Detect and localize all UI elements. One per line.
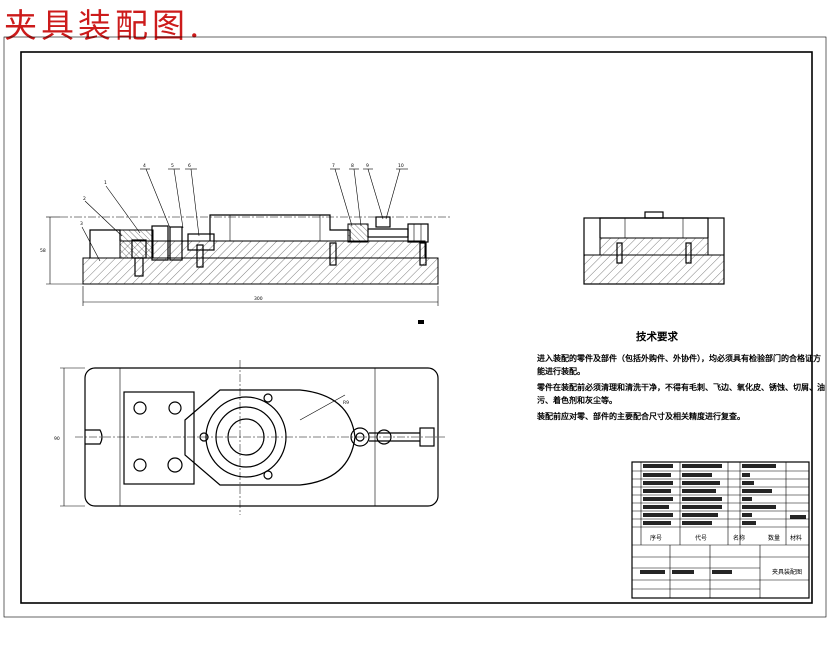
width-dimension: 90 xyxy=(54,436,60,442)
title-block: 序号 代号 名称 数量 材料 夹具装配图 xyxy=(631,461,810,599)
part-no-9: 9 xyxy=(366,163,369,169)
workpiece-outline xyxy=(184,389,356,486)
technical-requirements: 技术要求 进入装配的零件及部件（包括外购件、外协件），均必须具有检验部门的合格证… xyxy=(536,330,825,421)
bolt xyxy=(196,244,204,268)
col-header-qty: 数量 xyxy=(768,534,780,542)
plan-view: R9 90 xyxy=(54,360,445,515)
part-no-1: 1 xyxy=(104,180,107,186)
section-view: 1 2 3 4 5 6 7 8 9 10 58 300 xyxy=(40,163,450,324)
inner-border xyxy=(20,51,813,604)
base-plate xyxy=(82,257,439,285)
side-view xyxy=(583,211,725,285)
length-dimension: 300 xyxy=(254,296,263,302)
bolt xyxy=(419,242,427,266)
locating-block xyxy=(119,229,154,259)
tech-req-line-1: 进入装配的零件及部件（包括外购件、外协件），均必须具有检验部门的合格证方 xyxy=(537,353,821,363)
handle-nut xyxy=(407,223,429,243)
part-no-7: 7 xyxy=(332,163,335,169)
part-no-4: 4 xyxy=(143,163,146,169)
col-header-index: 序号 xyxy=(650,534,662,542)
part-no-3: 3 xyxy=(80,221,83,227)
drawing-name: 夹具装配图 xyxy=(772,568,802,576)
tech-req-line-3: 零件在装配前必须清理和清洗干净，不得有毛刺、飞边、氧化皮、锈蚀、切屑、油 xyxy=(536,382,825,392)
clamp-plate xyxy=(119,240,426,259)
tech-req-title: 技术要求 xyxy=(636,330,678,343)
part-no-6: 6 xyxy=(188,163,191,169)
tech-req-line-2: 能进行装配。 xyxy=(537,366,585,376)
tech-req-line-4: 污、着色剂和灰尘等。 xyxy=(537,395,617,405)
radius-label: R9 xyxy=(343,400,349,406)
part-no-5: 5 xyxy=(171,163,174,169)
col-header-material: 材料 xyxy=(790,534,802,542)
part-no-10: 10 xyxy=(398,163,404,169)
part-no-2: 2 xyxy=(83,196,86,202)
outer-border xyxy=(3,36,827,618)
drawing-heading: 夹具装配图. xyxy=(4,6,204,45)
part-no-8: 8 xyxy=(351,163,354,169)
col-header-name: 名称 xyxy=(733,534,745,542)
tech-req-line-5: 装配前应对零、部件的主要配合尺寸及相关精度进行复查。 xyxy=(536,411,745,421)
bolt xyxy=(329,242,337,266)
col-header-code: 代号 xyxy=(695,534,707,542)
height-dimension: 58 xyxy=(40,248,46,254)
locating-block-top xyxy=(123,391,195,485)
